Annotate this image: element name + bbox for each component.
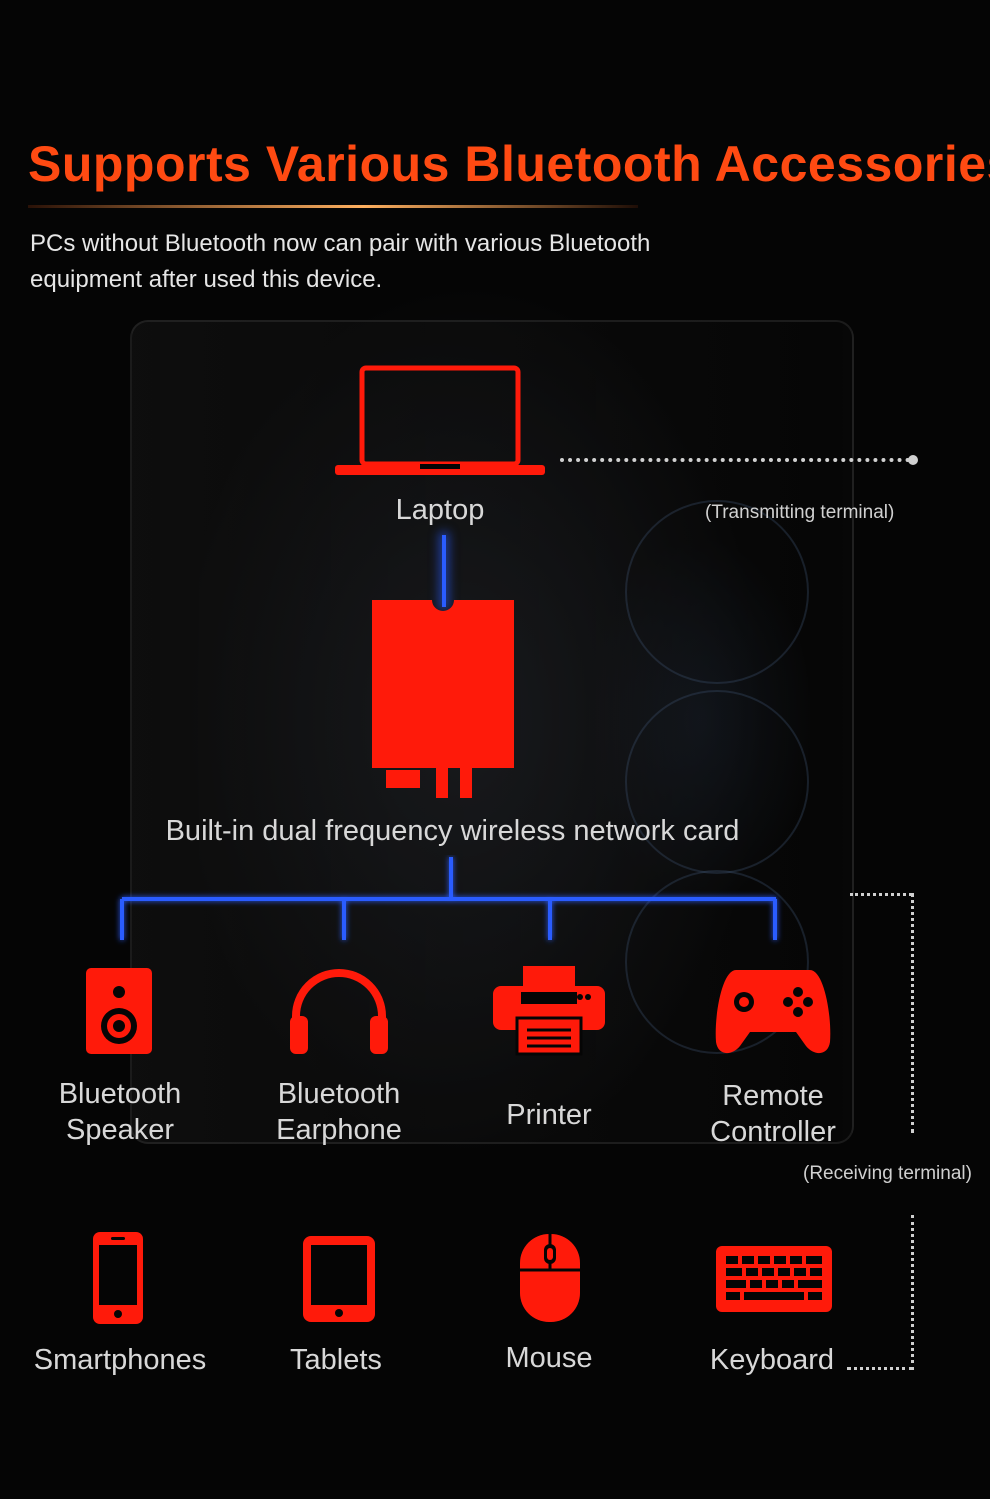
receiver-dotted-line [847,1367,913,1370]
laptop-icon [335,365,545,477]
transmitter-dotted-line [560,458,910,462]
page-subtitle: PCs without Bluetooth now can pair with … [30,230,651,293]
keyboard-icon [716,1246,832,1312]
connector-line [442,535,446,607]
receiver-dotted-line [911,893,914,1133]
printer-icon [493,966,605,1056]
headphones-icon [286,968,392,1056]
receiver-dotted-line [850,893,912,896]
device-label: Mouse [505,1342,593,1374]
mouse-icon [520,1234,580,1322]
device-label: Printer [506,1099,592,1131]
transmitting-terminal-note: (Transmitting terminal) [705,502,895,523]
tablet-icon [303,1236,375,1322]
page-title: Supports Various Bluetooth Accessories. [28,136,990,192]
fan-decoration [625,500,809,684]
receiver-dotted-line [911,1215,914,1370]
device-label: Tablets [290,1344,382,1376]
receiving-terminal-note: (Receiving terminal) [803,1163,972,1184]
device-label: Smartphones [33,1344,207,1376]
title-underline [28,205,638,208]
fan-decoration [625,870,809,1054]
gamepad-icon [714,966,832,1056]
connector-tree [110,855,790,950]
network-card-label: Built-in dual frequency wireless network… [165,815,740,847]
dot-marker [908,455,918,465]
device-label: Keyboard [709,1344,835,1376]
smartphone-icon [93,1232,143,1324]
network-card-icon [372,600,514,798]
laptop-label: Laptop [395,494,485,526]
speaker-icon [86,968,152,1054]
